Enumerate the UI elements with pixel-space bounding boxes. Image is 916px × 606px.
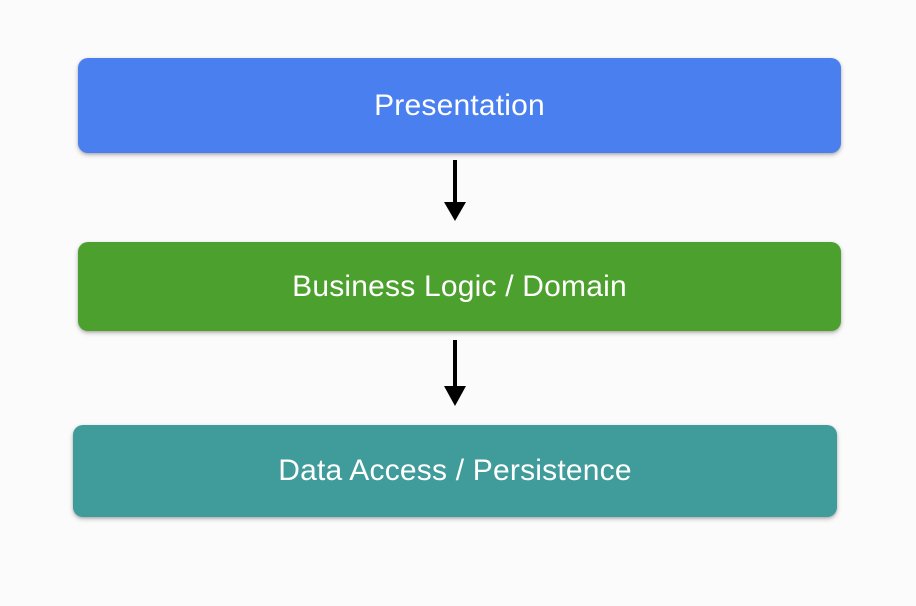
- arrow-presentation-to-business: [429, 160, 481, 226]
- arrow-business-to-data: [429, 340, 481, 410]
- layer-box-business-logic[interactable]: Business Logic / Domain: [78, 242, 841, 331]
- layer-label-data-access: Data Access / Persistence: [278, 454, 632, 487]
- layer-label-presentation: Presentation: [374, 88, 545, 122]
- layer-label-business-logic: Business Logic / Domain: [292, 269, 627, 303]
- layer-box-presentation[interactable]: Presentation: [78, 58, 841, 153]
- layer-box-data-access[interactable]: Data Access / Persistence: [73, 425, 837, 517]
